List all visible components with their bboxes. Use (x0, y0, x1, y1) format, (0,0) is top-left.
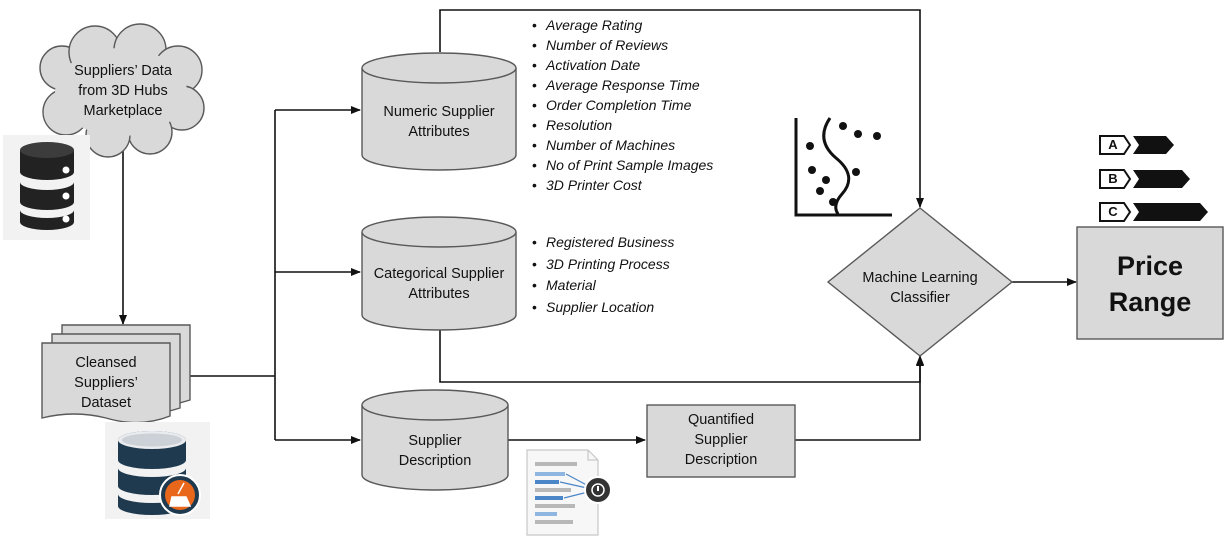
classifier-label: Machine Learning Classifier (848, 268, 992, 308)
connectors (119, 9, 1077, 444)
classifier-line1: Machine Learning (862, 270, 978, 286)
grade-tag-b (1099, 169, 1190, 189)
supplier-description-line2: Description (398, 453, 472, 469)
numeric-attributes-label: Numeric Supplier Attributes (362, 102, 516, 142)
cleansed-dataset-label: Cleansed Suppliers’ Dataset (44, 353, 168, 413)
categorical-attributes-label: Categorical Supplier Attributes (358, 264, 520, 304)
categorical-attributes-cylinder (361, 216, 517, 331)
classifier-diamond (826, 207, 1014, 357)
list-item: No of Print Sample Images (532, 155, 713, 175)
document-analysis-icon (526, 449, 612, 536)
arrow-categorical-to-classifier (439, 330, 924, 383)
quantified-description-label: Quantified Supplier Description (647, 410, 795, 470)
numeric-attributes-list: Average Rating Number of Reviews Activat… (532, 15, 713, 195)
cleansed-dataset-line2: Suppliers’ (74, 375, 138, 391)
list-item: Average Rating (532, 15, 713, 35)
categorical-attributes-line1: Categorical Supplier (373, 266, 505, 282)
supplier-description-line1: Supplier (408, 433, 462, 449)
numeric-attributes-cylinder (361, 52, 517, 171)
categorical-attributes-list: Registered Business 3D Printing Process … (532, 232, 674, 318)
grade-tag-a (1099, 135, 1174, 155)
price-range-line2: Range (1108, 287, 1192, 317)
supplier-data-line1: Suppliers’ Data (74, 63, 172, 79)
list-item: Number of Machines (532, 135, 713, 155)
grade-letter-b: B (1108, 171, 1118, 186)
price-grade-tag-icon (1099, 135, 1208, 222)
supplier-description-label: Supplier Description (362, 431, 508, 471)
cleansed-dataset-documents (41, 324, 191, 424)
list-item: Resolution (532, 115, 713, 135)
price-range-box (1076, 226, 1224, 340)
list-item: Registered Business (532, 232, 674, 254)
quantified-description-line3: Description (684, 452, 758, 468)
supplier-data-label: Suppliers’ Data from 3D Hubs Marketplace (52, 61, 194, 121)
price-range-label: Price Range (1077, 248, 1223, 320)
quantified-description-line1: Quantified (687, 412, 755, 428)
list-item: 3D Printing Process (532, 254, 674, 276)
arrow-quantified-to-classifier (795, 356, 924, 441)
list-item: 3D Printer Cost (532, 175, 713, 195)
grade-letter-c: C (1108, 204, 1118, 219)
quantified-description-line2: Supplier (694, 432, 748, 448)
arrow-numeric-to-classifier (439, 9, 924, 208)
grade-tag-c (1099, 202, 1208, 222)
list-item: Activation Date (532, 55, 713, 75)
cleansed-dataset-line3: Dataset (81, 395, 131, 411)
database-icon (3, 135, 90, 240)
categorical-attributes-line2: Attributes (408, 286, 470, 302)
supplier-data-cloud (39, 23, 205, 158)
list-item: Number of Reviews (532, 35, 713, 55)
numeric-attributes-line2: Attributes (408, 124, 470, 140)
supplier-data-line3: Marketplace (83, 103, 163, 119)
classifier-line2: Classifier (890, 290, 950, 306)
supplier-description-cylinder (361, 389, 509, 491)
supplier-data-line2: from 3D Hubs (78, 83, 168, 99)
grade-letter-a: A (1108, 137, 1118, 152)
list-item: Order Completion Time (532, 95, 713, 115)
database-clean-icon (105, 422, 210, 519)
scatter-plot-icon (794, 117, 892, 217)
list-item: Supplier Location (532, 297, 674, 319)
cleansed-dataset-line1: Cleansed (75, 355, 137, 371)
list-item: Material (532, 275, 674, 297)
price-range-line1: Price (1116, 251, 1184, 281)
quantified-description-box (646, 404, 796, 478)
numeric-attributes-line1: Numeric Supplier (383, 104, 495, 120)
list-item: Average Response Time (532, 75, 713, 95)
